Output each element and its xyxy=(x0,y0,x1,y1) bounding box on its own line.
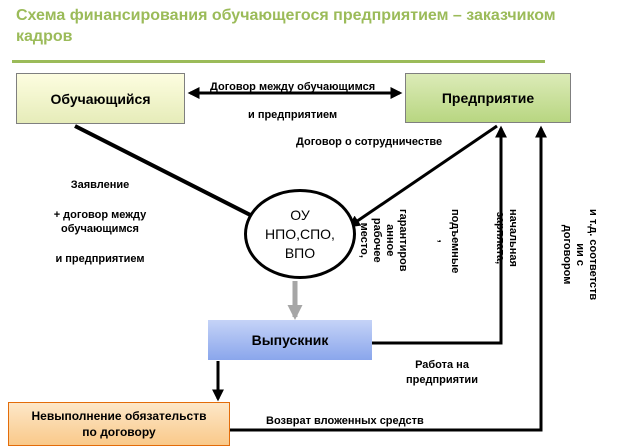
institution-line1: ОУ xyxy=(290,206,310,223)
label-lifting: подъемные , xyxy=(435,209,461,273)
title-underline xyxy=(12,60,545,63)
breach-box: Невыполнение обязательств по договору xyxy=(8,402,230,446)
label-contract-between-2: и предприятием xyxy=(248,109,338,121)
label-accordance-2: ии с xyxy=(574,243,586,266)
label-salary-1: начальная xyxy=(507,209,519,267)
label-guaranteed-1: гарантиров xyxy=(397,209,409,272)
label-job-2: предприятии xyxy=(406,374,478,386)
label-salary-2: зарплата, xyxy=(494,211,506,265)
graduate-box: Выпускник xyxy=(208,320,372,360)
institution-line2: НПО,СПО, xyxy=(265,225,335,242)
label-accordance-1: и т.д. соответств xyxy=(587,209,599,301)
label-guaranteed: гарантиров анное рабочее место, xyxy=(357,209,409,272)
arrow-job xyxy=(372,125,507,345)
label-accordance-3: договором xyxy=(561,224,573,285)
label-salary: начальная зарплата, xyxy=(493,209,519,267)
label-guaranteed-3: рабочее xyxy=(371,217,383,263)
arrow-refund xyxy=(230,125,547,432)
arrow-application xyxy=(74,124,271,226)
label-guaranteed-4: место, xyxy=(358,222,370,258)
label-application-4: и предприятием xyxy=(55,253,145,265)
breach-line1: Невыполнение обязательств xyxy=(31,409,207,423)
label-cooperation: Договор о сотрудничестве xyxy=(296,136,443,148)
label-refund: Возврат вложенных средств xyxy=(266,415,424,427)
institution-ellipse: ОУ НПО,СПО, ВПО xyxy=(244,189,356,279)
label-job-1: Работа на xyxy=(415,359,469,371)
label-guaranteed-2: анное xyxy=(384,224,396,257)
student-box: Обучающийся xyxy=(16,73,185,124)
enterprise-box: Предприятие xyxy=(405,73,571,123)
breach-line2: по договору xyxy=(82,425,156,439)
arrow-cooperation xyxy=(348,124,498,228)
page-title: Схема финансирования обучающегося предпр… xyxy=(16,7,556,45)
institution-line3: ВПО xyxy=(284,244,316,261)
label-contract-between-1: Договор между обучающимся xyxy=(210,81,376,93)
label-accordance: и т.д. соответств ии с договором xyxy=(560,209,599,300)
label-lifting-1: подъемные xyxy=(449,209,461,274)
label-application-1: Заявление xyxy=(70,179,130,191)
label-application-3: обучающимся xyxy=(61,223,139,235)
label-application-2: + договор между xyxy=(53,209,147,221)
label-lifting-2: , xyxy=(436,239,448,243)
